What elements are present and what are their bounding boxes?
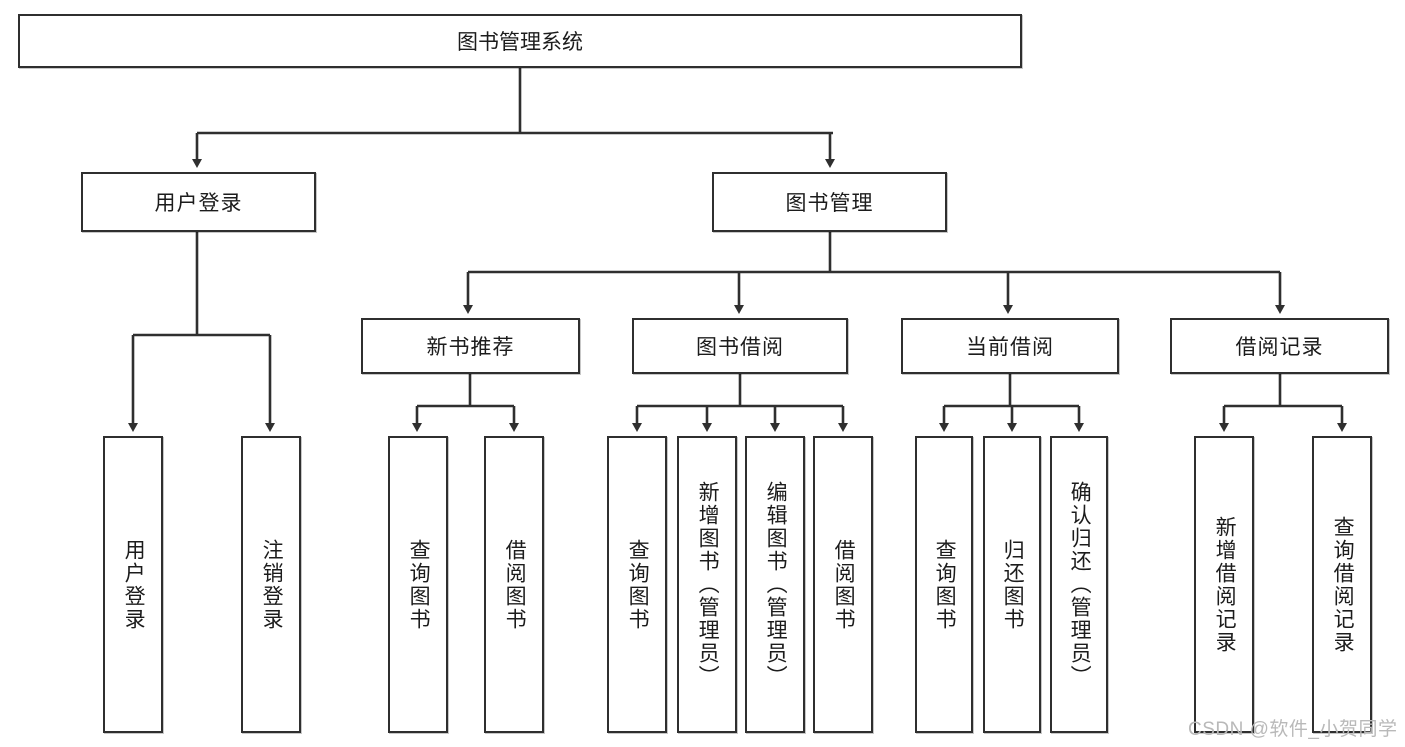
node-current-borrow[interactable]: 当前借阅: [901, 318, 1119, 374]
node-root-label: 图书管理系统: [457, 31, 583, 54]
node-leaf-borrow-book-2[interactable]: 借阅图书: [813, 436, 873, 733]
node-leaf-borrow-book-1-label: 借阅图书: [503, 538, 527, 631]
node-current-borrow-label: 当前借阅: [966, 336, 1054, 359]
node-leaf-return-book[interactable]: 归还图书: [983, 436, 1041, 733]
node-leaf-add-record[interactable]: 新增借阅记录: [1194, 436, 1254, 733]
node-leaf-borrow-book-1[interactable]: 借阅图书: [484, 436, 544, 733]
node-leaf-user-login-label: 用户登录: [122, 538, 146, 631]
node-user-login[interactable]: 用户登录: [81, 172, 316, 232]
csdn-watermark: CSDN @软件_小贺同学: [1188, 719, 1398, 740]
node-borrow-record[interactable]: 借阅记录: [1170, 318, 1389, 374]
node-leaf-user-login[interactable]: 用户登录: [103, 436, 163, 733]
node-leaf-query-book-3[interactable]: 查询图书: [915, 436, 973, 733]
node-leaf-borrow-book-2-label: 借阅图书: [832, 538, 856, 631]
node-leaf-add-book[interactable]: 新增图书（管理员）: [677, 436, 737, 733]
node-leaf-query-book-2-label: 查询图书: [626, 538, 650, 631]
node-root[interactable]: 图书管理系统: [18, 14, 1022, 68]
node-leaf-return-book-label: 归还图书: [1001, 538, 1025, 631]
node-leaf-edit-book[interactable]: 编辑图书（管理员）: [745, 436, 805, 733]
node-leaf-confirm-return[interactable]: 确认归还（管理员）: [1050, 436, 1108, 733]
node-leaf-confirm-return-label: 确认归还（管理员）: [1068, 481, 1092, 688]
node-book-management-label: 图书管理: [785, 192, 874, 215]
node-leaf-logout-label: 注销登录: [260, 538, 284, 631]
node-user-login-label: 用户登录: [154, 192, 243, 215]
node-leaf-query-record[interactable]: 查询借阅记录: [1312, 436, 1372, 733]
node-new-book-recommend[interactable]: 新书推荐: [361, 318, 580, 374]
node-book-borrow-label: 图书借阅: [696, 336, 784, 359]
node-leaf-query-book-3-label: 查询图书: [933, 538, 957, 631]
node-leaf-query-record-label: 查询借阅记录: [1331, 515, 1355, 654]
node-book-management[interactable]: 图书管理: [712, 172, 947, 232]
node-leaf-logout[interactable]: 注销登录: [241, 436, 301, 733]
node-leaf-query-book-2[interactable]: 查询图书: [607, 436, 667, 733]
node-leaf-add-record-label: 新增借阅记录: [1213, 515, 1237, 654]
node-leaf-query-book-1-label: 查询图书: [407, 538, 431, 631]
node-new-book-recommend-label: 新书推荐: [426, 336, 515, 359]
node-leaf-query-book-1[interactable]: 查询图书: [388, 436, 448, 733]
node-leaf-add-book-label: 新增图书（管理员）: [696, 481, 720, 688]
node-leaf-edit-book-label: 编辑图书（管理员）: [764, 481, 788, 688]
node-borrow-record-label: 借阅记录: [1235, 336, 1324, 359]
node-book-borrow[interactable]: 图书借阅: [632, 318, 848, 374]
